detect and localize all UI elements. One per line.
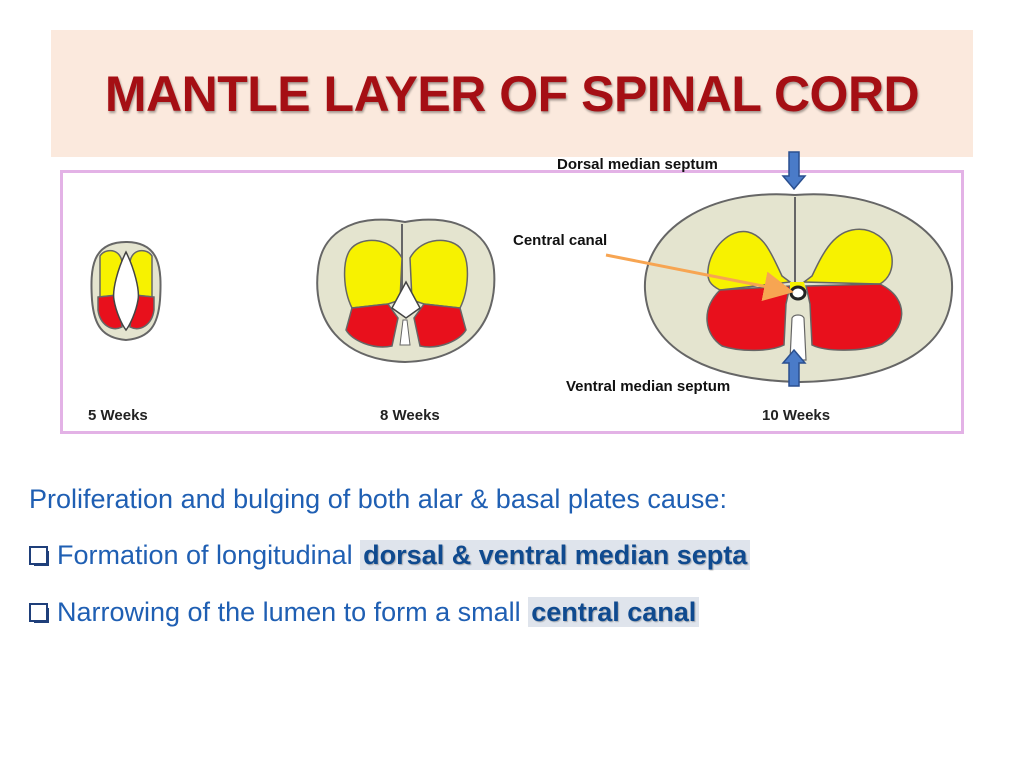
- stage-label-10-weeks: 10 Weeks: [762, 407, 831, 424]
- checkbox-bullet-icon: [29, 603, 51, 623]
- slide-title: MANTLE LAYER OF SPINAL CORD: [104, 65, 920, 122]
- central-canal-label: Central canal: [513, 232, 608, 249]
- bullet-item: Formation of longitudinal dorsal & ventr…: [29, 540, 751, 571]
- ventral-median-septum-label: Ventral median septum: [566, 378, 731, 395]
- stage-label-5-weeks: 5 Weeks: [88, 407, 148, 424]
- section-10-weeks: [643, 193, 954, 384]
- bullet-text: Formation of longitudinal: [57, 540, 361, 570]
- central-canal-arrow-icon: [605, 253, 794, 302]
- dorsal-median-septum-label: Dorsal median septum: [557, 156, 718, 173]
- bullet-highlight: central canal: [528, 597, 700, 627]
- section-5-weeks: [90, 240, 162, 342]
- dorsal-arrow-icon: [781, 151, 807, 191]
- intro-text: Proliferation and bulging of both alar &…: [29, 484, 727, 514]
- checkbox-bullet-icon: [29, 546, 51, 566]
- title-band: MANTLE LAYER OF SPINAL CORD: [51, 30, 973, 157]
- bullet-text: Narrowing of the lumen to form a small: [57, 597, 529, 627]
- section-8-weeks: [316, 218, 496, 364]
- ventral-arrow-icon: [781, 348, 807, 387]
- bullet-highlight: dorsal & ventral median septa: [360, 540, 751, 570]
- bullet-item: Narrowing of the lumen to form a small c…: [29, 597, 700, 628]
- stage-label-8-weeks: 8 Weeks: [380, 407, 440, 424]
